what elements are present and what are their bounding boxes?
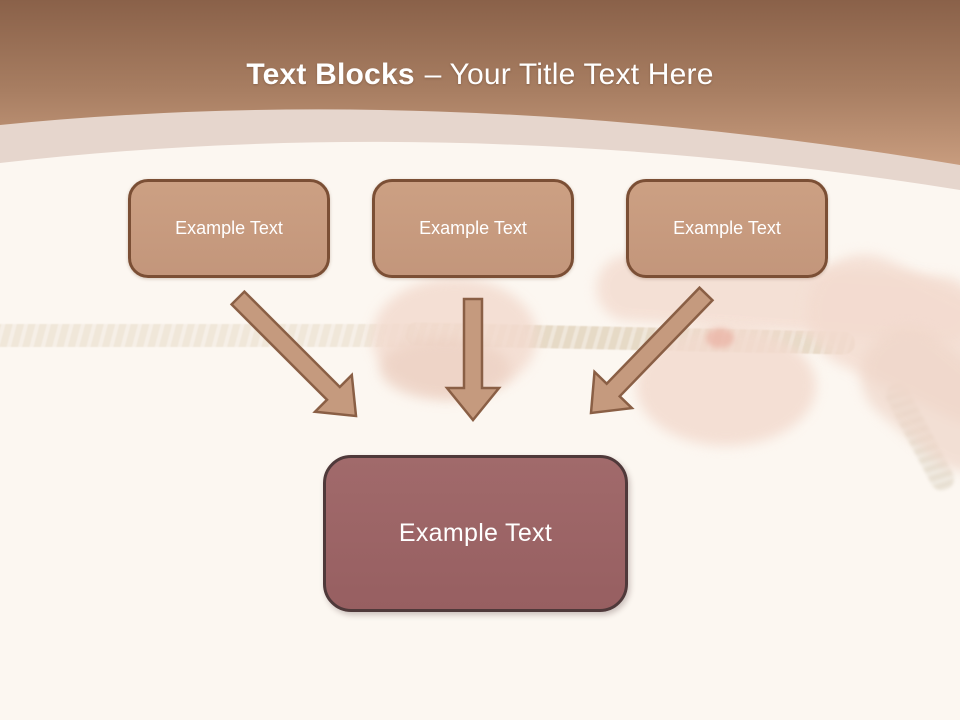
text-block-1-label: Example Text [175, 218, 283, 238]
header-banner [0, 0, 960, 190]
slide-title-bold: Text Blocks [246, 58, 415, 91]
rope-tail-image [881, 379, 959, 495]
text-block-3: Example Text [626, 179, 828, 278]
text-block-3-label: Example Text [673, 218, 781, 238]
arrow-down-right-icon [229, 289, 358, 418]
forearm-image [841, 308, 960, 491]
rope-image [404, 322, 856, 355]
slide-title: Text Blocks – Your Title Text Here [0, 56, 960, 94]
header-curve-main [0, 0, 960, 165]
rope-image [0, 324, 420, 347]
slide-title-regular: – Your Title Text Here [424, 58, 714, 91]
text-block-2-label: Example Text [419, 218, 527, 238]
arrow-down-left-icon [589, 285, 715, 415]
hand-image [636, 326, 816, 446]
hand-image [372, 278, 537, 396]
target-text-block-label: Example Text [398, 519, 553, 547]
target-text-block: Example Text [323, 455, 628, 612]
arrow-down-icon [444, 297, 502, 422]
hand-image [380, 338, 510, 400]
text-block-2: Example Text [372, 179, 574, 278]
knuckle-highlight [706, 328, 734, 348]
text-block-1: Example Text [128, 179, 330, 278]
